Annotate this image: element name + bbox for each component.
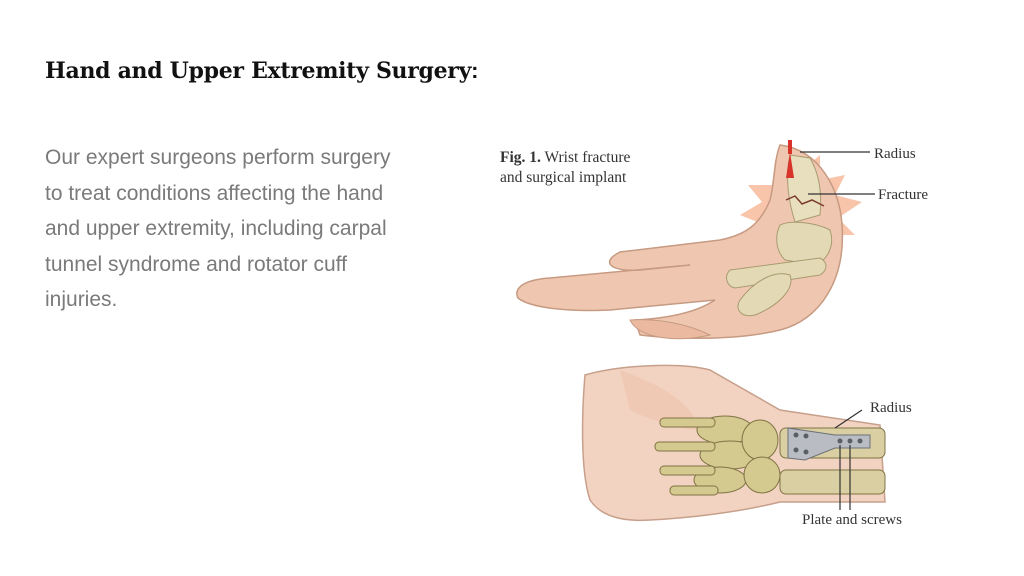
page-heading: Hand and Upper Extremity Surgery: [45, 58, 478, 84]
illustration-drawing [516, 140, 886, 522]
lower-wrist [581, 364, 886, 522]
label-fracture: Fracture [878, 187, 928, 203]
upper-hand [516, 140, 844, 340]
caption-prefix: Fig. 1. [500, 149, 541, 166]
label-plate-and-screws: Plate and screws [802, 512, 902, 528]
caption-line-1: Wrist fracture [544, 149, 631, 166]
caption-line-2: and surgical implant [500, 169, 627, 186]
figure-caption: Fig. 1. Wrist fracture and surgical impl… [500, 148, 630, 188]
heading-title: Hand and Upper Extremity Surgery [45, 58, 472, 84]
heading-colon: : [471, 58, 479, 83]
label-radius-top: Radius [874, 146, 916, 162]
label-radius-bottom: Radius [870, 400, 912, 416]
description-paragraph: Our expert surgeons perform surgery to t… [45, 146, 391, 311]
fracture-arrow-icon [786, 152, 794, 178]
wrist-fracture-illustration: Fig. 1. Wrist fracture and surgical impl… [490, 130, 950, 550]
